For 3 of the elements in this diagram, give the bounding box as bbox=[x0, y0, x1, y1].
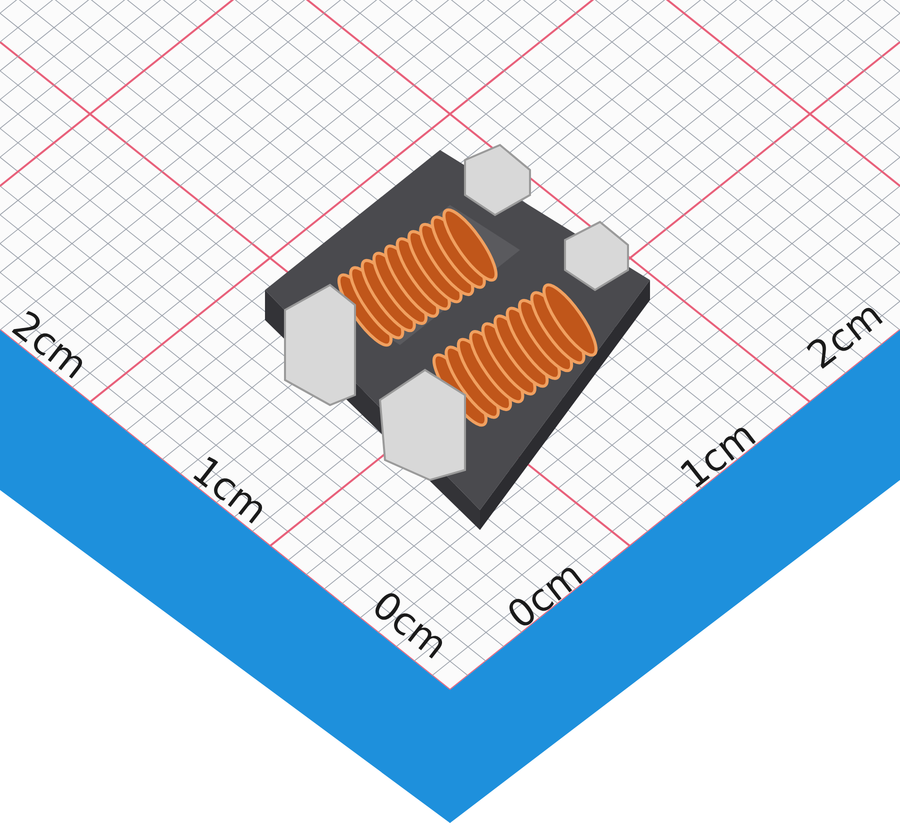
scale-label: 0cm bbox=[500, 554, 590, 636]
scale-label: 1cm bbox=[674, 414, 762, 496]
scale-label: 2cm bbox=[800, 294, 890, 376]
